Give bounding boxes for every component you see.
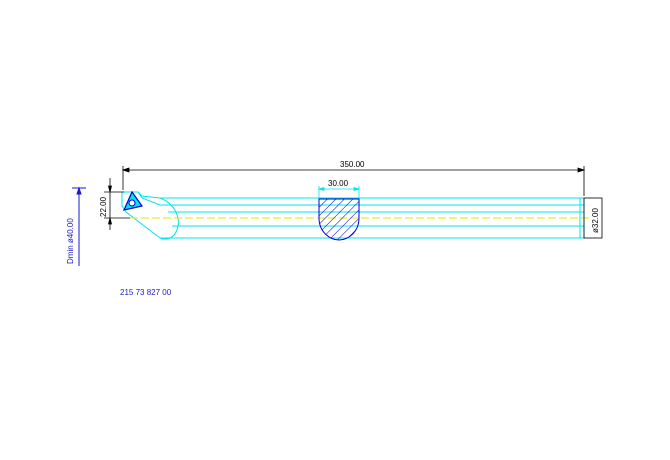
min-bore-label: Dmin ø40.00 <box>66 218 75 264</box>
shank-diameter-label: ø32.00 <box>591 208 600 233</box>
offset-height-label: 22.00 <box>99 196 108 217</box>
dimension-shank-diameter <box>583 197 603 239</box>
overall-length-label: 350.00 <box>340 160 365 169</box>
tool-head-neck <box>137 191 161 206</box>
dimension-section-width <box>317 186 361 198</box>
tool-head-profile <box>121 191 179 240</box>
cross-section <box>318 198 360 241</box>
section-width-label: 30.00 <box>328 179 349 188</box>
part-number: 215 73 827 00 <box>120 288 172 297</box>
dimension-overall-length <box>121 166 586 196</box>
dimension-offset-height <box>104 178 130 230</box>
insert-icon <box>122 190 144 211</box>
min-bore-marker <box>72 186 86 266</box>
